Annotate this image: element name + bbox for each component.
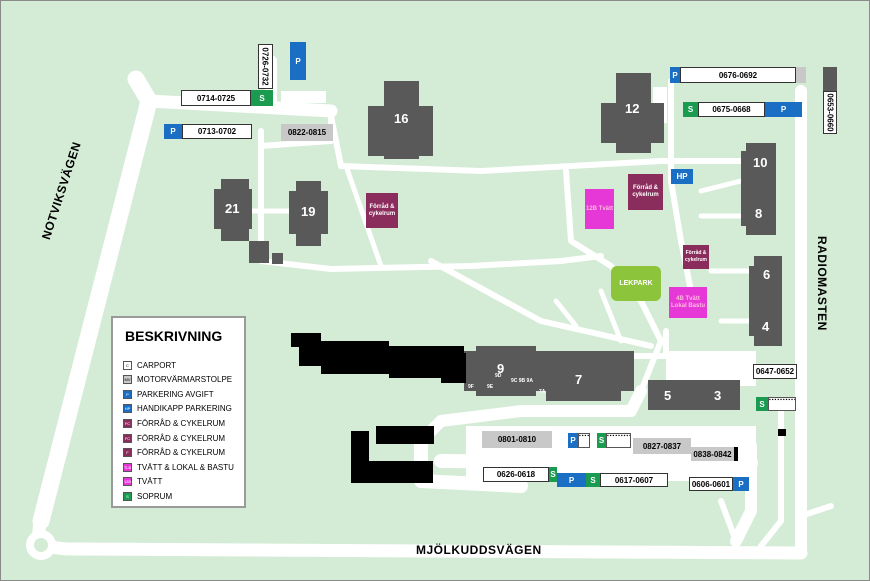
legend-swatch: F <box>123 448 132 458</box>
legend-label: SOPRUM <box>137 491 173 501</box>
label-0653-0660-cap <box>823 67 837 91</box>
small-black-marker <box>778 429 786 436</box>
building-16-number: 16 <box>394 111 409 126</box>
building-annex-a <box>249 241 269 263</box>
entrance-9cba: 9C 9B 9A <box>511 378 533 384</box>
legend-item: TLB TVÄTT & LOKAL & BASTU <box>123 462 234 472</box>
parking-sign: P <box>290 42 306 80</box>
motorvarmare-posts: ▪▪▪▪▪▪▪▪▪▪▪▪▪▪▪▪▪▪▪▪▪▪▪▪ <box>768 397 796 411</box>
legend-item: HP HANDIKAPP PARKERING <box>123 404 232 414</box>
building-8-number: 8 <box>755 206 763 221</box>
forrad-cykelrum-south: Förråd & cykelrum <box>683 245 709 269</box>
legend-label: TVÄTT <box>137 477 163 487</box>
forrad-cykelrum-west: Förråd & cykelrum <box>366 193 398 228</box>
parking-sign: P <box>670 67 680 83</box>
legend-item: C CARPORT <box>123 360 176 370</box>
legend-label: PARKERING AVGIFT <box>137 389 214 399</box>
motorvarmare-strip <box>796 67 806 83</box>
building-7-number: 7 <box>575 372 583 387</box>
legend-swatch: C <box>123 360 132 370</box>
building-12-number: 12 <box>625 101 640 116</box>
building-4-number: 4 <box>762 319 770 334</box>
parking-sign: P <box>568 433 578 448</box>
soprum-sign: S <box>756 397 768 411</box>
soprum-sign: S <box>683 102 698 117</box>
road-label-mjolkuddsvagen: MJÖLKUDDSVÄGEN <box>416 543 542 557</box>
label-0801-0810: 0801-0810 <box>482 431 552 448</box>
legend-label: FÖRRÅD & CYKELRUM <box>137 418 226 428</box>
parking-sign: P <box>557 473 586 487</box>
building-9-number: 9 <box>497 361 505 376</box>
legend-label: FÖRRÅD & CYKELRUM <box>137 448 226 458</box>
legend-label: MOTORVÄRMARSTOLPE <box>137 375 233 385</box>
label-0675-0668: 0675-0668 <box>698 102 765 117</box>
legend-swatch: 12B <box>123 477 132 487</box>
legend-item: FC FÖRRÅD & CYKELRUM <box>123 418 225 428</box>
legend-label: CARPORT <box>137 360 176 370</box>
legend-swatch: TLB <box>123 462 132 472</box>
building-19-number: 19 <box>301 204 316 219</box>
building-5-number: 5 <box>664 388 672 403</box>
legend-item: S SOPRUM <box>123 491 172 501</box>
legend-item: F FÖRRÅD & CYKELRUM <box>123 448 225 458</box>
parking-sign: P <box>733 477 749 491</box>
road-label-radiomasten: RADIOMASTEN <box>815 236 829 331</box>
legend-item: FC FÖRRÅD & CYKELRUM <box>123 433 225 443</box>
forrad-cykelrum-east: Förråd & cykelrum <box>628 174 663 210</box>
legend-swatch: P <box>123 389 132 399</box>
motorvarmare-posts: ▪▪▪▪▪▪▪▪▪▪▪▪▪▪▪▪▪▪▪▪▪▪▪▪ <box>578 433 590 448</box>
soprum-sign: S <box>549 467 557 482</box>
soprum-sign: S <box>597 433 606 448</box>
legend-item: 12B TVÄTT <box>123 477 162 487</box>
legend-label: HANDIKAPP PARKERING <box>137 404 232 414</box>
entrance-9e: 9E <box>487 384 494 390</box>
entrance-7a: 7A <box>539 389 546 395</box>
label-0713-0702: 0713-0702 <box>182 124 252 139</box>
label-0838-0842-marker <box>734 447 738 461</box>
tvatt-lokal-bastu-4b: 4B Tvätt Lokal Bastu <box>669 287 707 318</box>
label-0827-0837: 0827-0837 <box>633 438 691 454</box>
label-0714-0725: 0714-0725 <box>181 90 251 106</box>
building-10-number: 10 <box>753 155 768 170</box>
label-0676-0692: 0676-0692 <box>680 67 796 83</box>
building-annex-b <box>272 253 283 264</box>
legend: BESKRIVNING C CARPORT MV MOTORVÄRMARSTOLPE P… <box>111 316 246 508</box>
parking-sign: P <box>765 102 802 117</box>
label-0617-0607: 0617-0607 <box>600 473 668 487</box>
handicap-parking-sign: HP <box>671 169 693 184</box>
soprum-sign: S <box>251 90 273 106</box>
motorvarmare-posts: ▪▪▪▪▪▪▪▪▪▪▪▪▪▪▪▪▪▪▪▪▪▪▪▪ <box>606 433 631 448</box>
entrance-9f: 9F <box>468 384 474 390</box>
legend-swatch: FC <box>123 433 132 443</box>
tvatt-12b: 12B Tvätt <box>585 189 614 229</box>
legend-swatch: MV <box>123 375 132 385</box>
building-6-number: 6 <box>763 267 771 282</box>
legend-label: FÖRRÅD & CYKELRUM <box>137 433 226 443</box>
label-0606-0601: 0606-0601 <box>689 477 733 491</box>
label-0653-0660: 0653-0660 <box>823 91 837 134</box>
label-0647-0652: 0647-0652 <box>753 364 797 379</box>
entrance-9d: 9D <box>495 373 502 379</box>
legend-label: TVÄTT & LOKAL & BASTU <box>137 462 234 472</box>
legend-swatch: S <box>123 491 132 501</box>
lekpark: LEKPARK <box>611 266 661 301</box>
legend-item: P PARKERING AVGIFT <box>123 389 214 399</box>
label-0626-0618: 0626-0618 <box>483 467 549 482</box>
legend-swatch: FC <box>123 418 132 428</box>
legend-title: BESKRIVNING <box>125 328 223 344</box>
parking-sign: P <box>164 124 182 139</box>
legend-swatch: HP <box>123 404 132 414</box>
building-3-number: 3 <box>714 388 722 403</box>
soprum-sign: S <box>586 473 600 487</box>
label-0838-0842: 0838-0842 <box>691 447 734 461</box>
building-21-number: 21 <box>225 201 240 216</box>
legend-item: MV MOTORVÄRMARSTOLPE <box>123 375 232 385</box>
label-0822-0815: 0822-0815 <box>281 124 333 141</box>
label-0726-0732: 0726-0732 <box>258 44 273 89</box>
